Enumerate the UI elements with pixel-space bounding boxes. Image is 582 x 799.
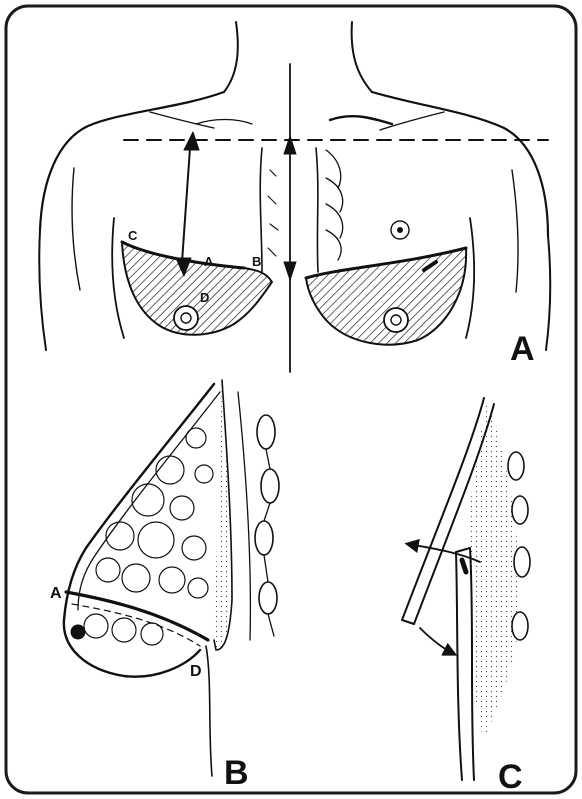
point-label-a-c: C bbox=[128, 228, 138, 243]
panel-label-c: C bbox=[498, 758, 523, 796]
panel-a-drawing bbox=[39, 22, 550, 372]
point-label-a-a: A bbox=[204, 254, 214, 269]
point-label-b-a: A bbox=[50, 585, 62, 602]
panel-label-a: A bbox=[510, 330, 535, 368]
panel-b-drawing bbox=[64, 380, 279, 776]
point-label-a-d: D bbox=[200, 290, 209, 305]
point-label-b-d: D bbox=[190, 663, 202, 680]
panel-label-b: B bbox=[224, 754, 249, 792]
panel-c-drawing bbox=[402, 398, 530, 780]
point-label-a-b: B bbox=[252, 254, 261, 269]
